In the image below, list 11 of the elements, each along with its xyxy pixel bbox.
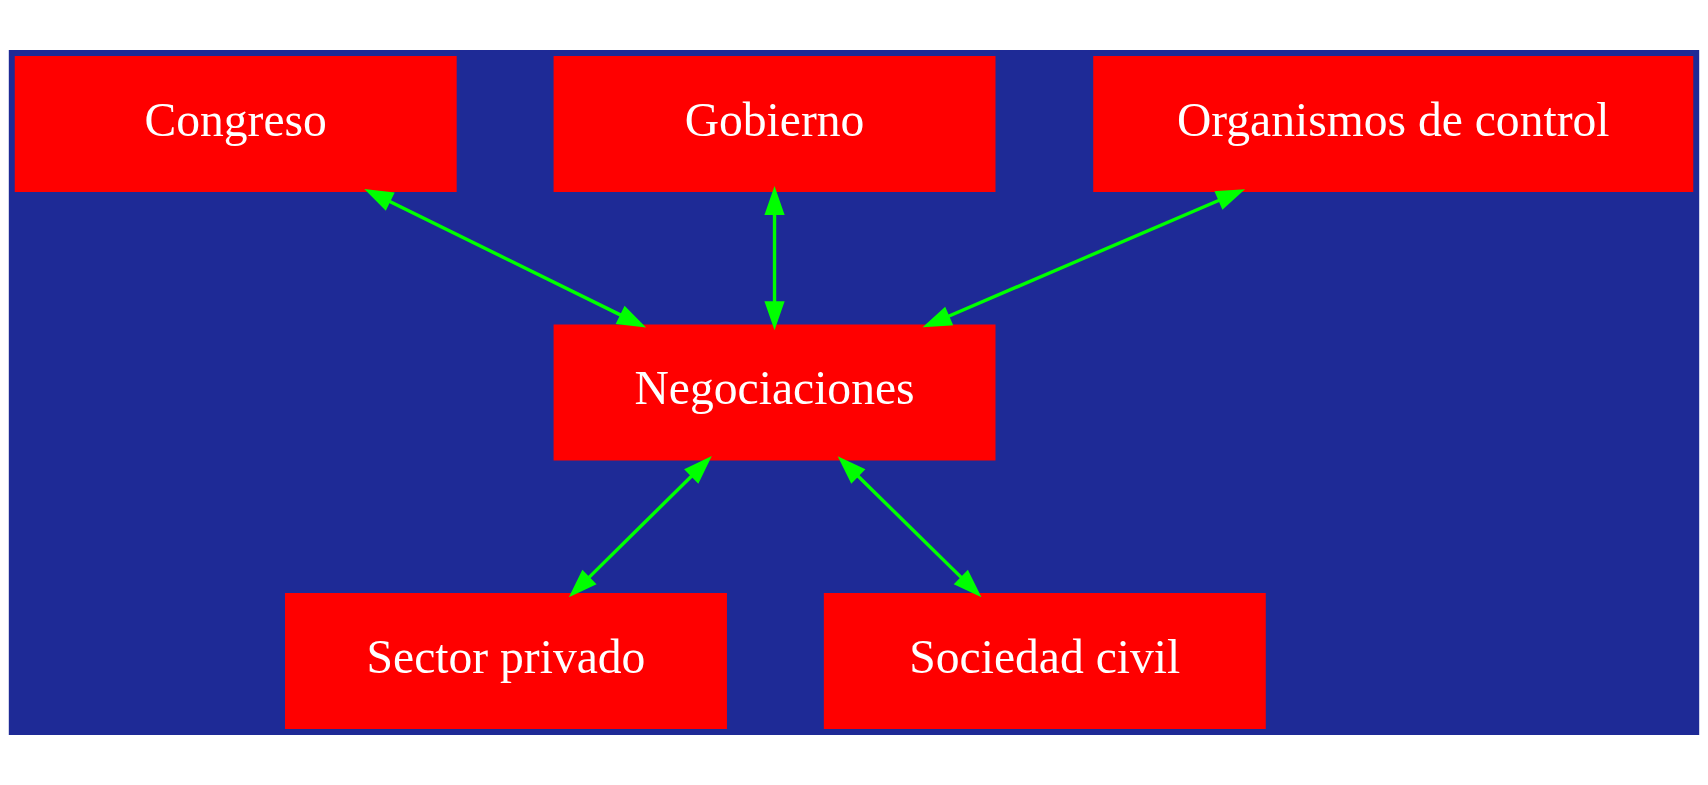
- node-box: Sector privado: [285, 593, 727, 730]
- arrow: [568, 456, 712, 598]
- node-box: Sociedad civil: [823, 593, 1266, 730]
- arrow: [922, 189, 1246, 328]
- node-box: Congreso: [14, 55, 457, 192]
- node-box: Negociaciones: [553, 324, 996, 461]
- arrow: [364, 188, 647, 328]
- arrow: [837, 456, 982, 598]
- node-box: Gobierno: [553, 55, 996, 192]
- node-box: Organismos de control: [1093, 55, 1694, 192]
- arrow: [764, 186, 785, 331]
